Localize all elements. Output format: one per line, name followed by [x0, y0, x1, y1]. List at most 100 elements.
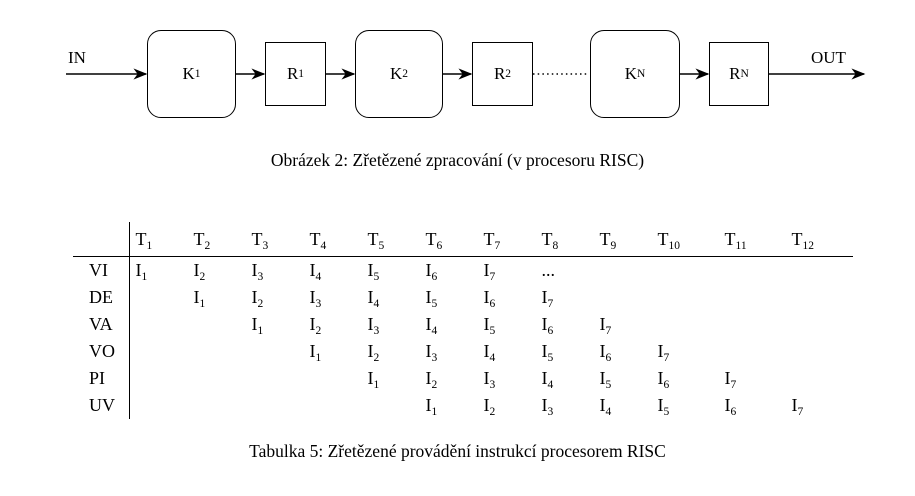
time-slot-header: T3	[245, 222, 304, 257]
instruction-cell: I4	[483, 341, 496, 364]
instruction-cell: I3	[367, 314, 380, 337]
instruction-cell	[129, 338, 188, 365]
instruction-cell: I7	[724, 368, 737, 391]
instruction-cell: I1	[425, 395, 438, 418]
instruction-cell	[188, 338, 246, 365]
instruction-cell	[246, 338, 304, 365]
instruction-cell	[652, 284, 719, 311]
instruction-cell: I4	[425, 314, 438, 337]
instruction-cell: I7	[599, 314, 612, 337]
instruction-cell: I1	[309, 341, 322, 364]
time-slot-header: T7	[477, 222, 536, 257]
instruction-cell	[652, 257, 719, 285]
instruction-cell: I5	[483, 314, 496, 337]
time-slot-header: T2	[187, 222, 246, 257]
instruction-cell	[786, 338, 853, 365]
instruction-cell: I4	[599, 395, 612, 418]
instruction-cell: I3	[483, 368, 496, 391]
instruction-cell	[594, 257, 652, 285]
instruction-cell: I6	[724, 395, 737, 418]
instruction-cell: I5	[541, 341, 554, 364]
instruction-cell	[246, 392, 304, 419]
table-corner	[73, 222, 130, 257]
instruction-cell: I6	[541, 314, 554, 337]
instruction-cell: I2	[425, 368, 438, 391]
instruction-cell	[786, 311, 853, 338]
instruction-cell	[719, 338, 786, 365]
pipeline-arrows	[66, 68, 866, 80]
instruction-cell	[188, 365, 246, 392]
instruction-cell: I6	[425, 260, 438, 283]
instruction-cell: I2	[193, 260, 206, 283]
instruction-cell: I5	[657, 395, 670, 418]
instruction-cell: I3	[251, 260, 264, 283]
instruction-cell: I5	[425, 287, 438, 310]
output-label: OUT	[811, 48, 846, 67]
instruction-cell	[188, 311, 246, 338]
stage-label: DE	[73, 284, 130, 311]
instruction-cell: I4	[309, 260, 322, 283]
time-slot-header: T12	[785, 222, 853, 257]
instruction-cell	[786, 284, 853, 311]
instruction-cell: I7	[541, 287, 554, 310]
instruction-cell: I3	[541, 395, 554, 418]
time-slot-header: T6	[419, 222, 478, 257]
instruction-cell	[129, 392, 188, 419]
table-row: UV I1 I2 I3 I4 I5 I6 I7	[73, 392, 853, 419]
instruction-cell	[129, 311, 188, 338]
instruction-cell	[188, 392, 246, 419]
stage-label: UV	[73, 392, 130, 419]
instruction-cell: I5	[599, 368, 612, 391]
instruction-cell: I2	[309, 314, 322, 337]
instruction-cell: I7	[483, 260, 496, 283]
time-slot-header: T1	[129, 222, 188, 257]
instruction-cell	[304, 365, 362, 392]
instruction-cell	[129, 284, 188, 311]
stage-label: VO	[73, 338, 130, 365]
table-caption: Tabulka 5: Zřetězené provádění instrukcí…	[249, 441, 666, 461]
instruction-cell: I3	[309, 287, 322, 310]
time-slot-header: T8	[535, 222, 594, 257]
instruction-cell	[304, 392, 362, 419]
instruction-cell	[719, 284, 786, 311]
instruction-cell: I3	[425, 341, 438, 364]
instruction-cell: I2	[483, 395, 496, 418]
stage-label: VI	[73, 256, 130, 284]
instruction-cell	[786, 365, 853, 392]
instruction-cell: I7	[657, 341, 670, 364]
instruction-cell: I6	[657, 368, 670, 391]
instruction-cell	[246, 365, 304, 392]
instruction-cell: I1	[135, 260, 148, 283]
time-slot-header: T10	[651, 222, 719, 257]
time-slot-header: T11	[718, 222, 786, 257]
time-slot-header: T9	[593, 222, 652, 257]
instruction-cell: I4	[541, 368, 554, 391]
instruction-cell	[362, 392, 420, 419]
instruction-cell: I1	[193, 287, 206, 310]
input-label: IN	[68, 48, 86, 67]
instruction-cell: I2	[251, 287, 264, 310]
instruction-cell: I7	[791, 395, 804, 418]
instruction-cell: ...	[541, 260, 556, 280]
instruction-cell	[719, 257, 786, 285]
instruction-cell	[652, 311, 719, 338]
instruction-cell	[786, 257, 853, 285]
instruction-cell: I5	[367, 260, 380, 283]
figure-caption: Obrázek 2: Zřetězené zpracování (v proce…	[270, 150, 645, 170]
instruction-cell	[594, 284, 652, 311]
instruction-cell: I1	[251, 314, 264, 337]
instruction-cell: I6	[599, 341, 612, 364]
